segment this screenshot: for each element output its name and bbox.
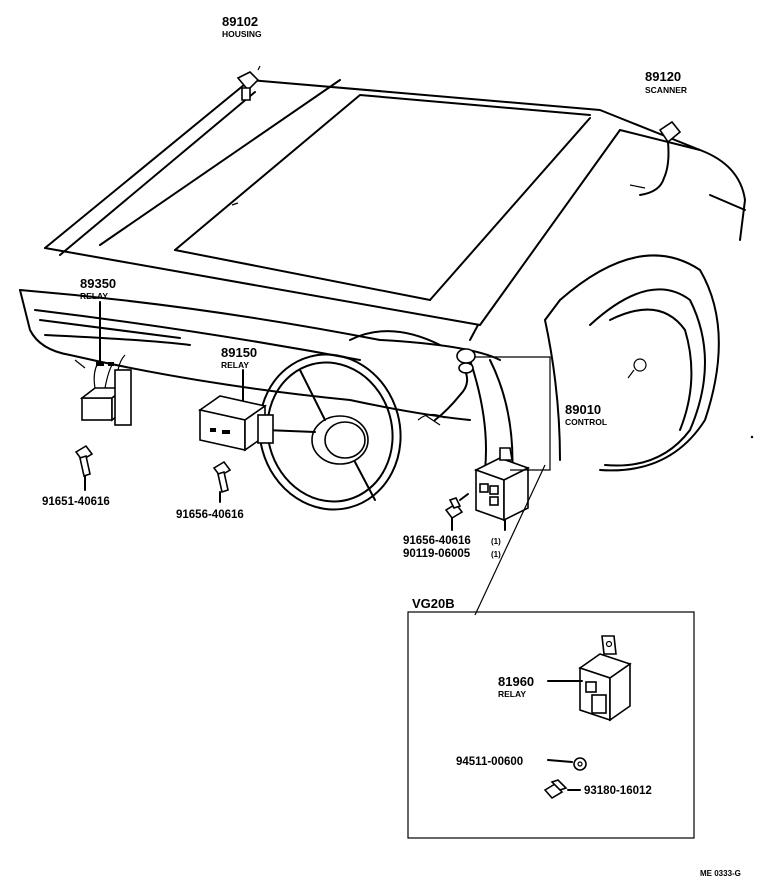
relay-center-part-number: 89150 bbox=[221, 345, 257, 360]
front-wheel bbox=[544, 254, 720, 472]
control-part-number: 89010 bbox=[565, 402, 601, 417]
relay-center-callout: 89150 RELAY bbox=[221, 345, 257, 370]
relay-left-label: RELAY bbox=[80, 291, 108, 301]
inset-bolt-part-number: 93180-16012 bbox=[584, 785, 652, 797]
reference-code: ME 0333-G bbox=[700, 869, 741, 878]
bolt-center-part bbox=[212, 460, 232, 503]
inset-leader-line bbox=[474, 464, 546, 616]
housing-label: HOUSING bbox=[222, 29, 262, 39]
inset-panel bbox=[407, 611, 695, 839]
control-label: CONTROL bbox=[565, 417, 607, 427]
inset-nut-part-number: 94511-00600 bbox=[456, 756, 523, 768]
scanner-part-number: 89120 bbox=[645, 69, 681, 84]
bolt-right-part-number-1: 91656-40616 bbox=[403, 535, 471, 547]
bolt-left-part-number: 91651-40616 bbox=[42, 496, 110, 508]
scanner-part bbox=[629, 120, 682, 196]
bolt-left-part bbox=[74, 444, 94, 491]
bolt-left-callout: 91651-40616 bbox=[42, 496, 110, 508]
dashboard-body bbox=[19, 79, 746, 501]
bolt-right-qty-2: (1) bbox=[491, 550, 501, 559]
relay-left-part bbox=[74, 301, 132, 426]
inset-relay-part-number: 81960 bbox=[498, 674, 534, 689]
steering-wheel bbox=[258, 353, 402, 511]
scanner-label: SCANNER bbox=[645, 85, 687, 95]
housing-callout: 89102 HOUSING bbox=[222, 14, 262, 39]
control-part bbox=[417, 348, 551, 531]
scanner-callout: 89120 SCANNER bbox=[645, 69, 687, 95]
inset-relay-label: RELAY bbox=[498, 689, 526, 699]
bolt-right-qty-1: (1) bbox=[491, 537, 501, 546]
housing-part-number: 89102 bbox=[222, 14, 258, 29]
relay-center-part bbox=[198, 369, 274, 452]
bolt-right-callout: 91656-40616 (1) 90119-06005 (1) bbox=[403, 535, 501, 560]
relay-left-callout: 89350 RELAY bbox=[80, 276, 116, 301]
housing-part bbox=[236, 65, 261, 101]
relay-left-part-number: 89350 bbox=[80, 276, 116, 291]
relay-center-label: RELAY bbox=[221, 360, 249, 370]
inset-title: VG20B bbox=[412, 596, 455, 611]
bolt-center-callout: 91656-40616 bbox=[176, 509, 244, 521]
bolt-center-part-number: 91656-40616 bbox=[176, 509, 244, 521]
control-callout: 89010 CONTROL bbox=[565, 402, 607, 427]
inset-labels: VG20B 81960 RELAY 94511-00600 93180-1601… bbox=[412, 596, 652, 797]
bolt-right-part bbox=[444, 493, 469, 531]
bolt-right-part-number-2: 90119-06005 bbox=[403, 548, 471, 560]
